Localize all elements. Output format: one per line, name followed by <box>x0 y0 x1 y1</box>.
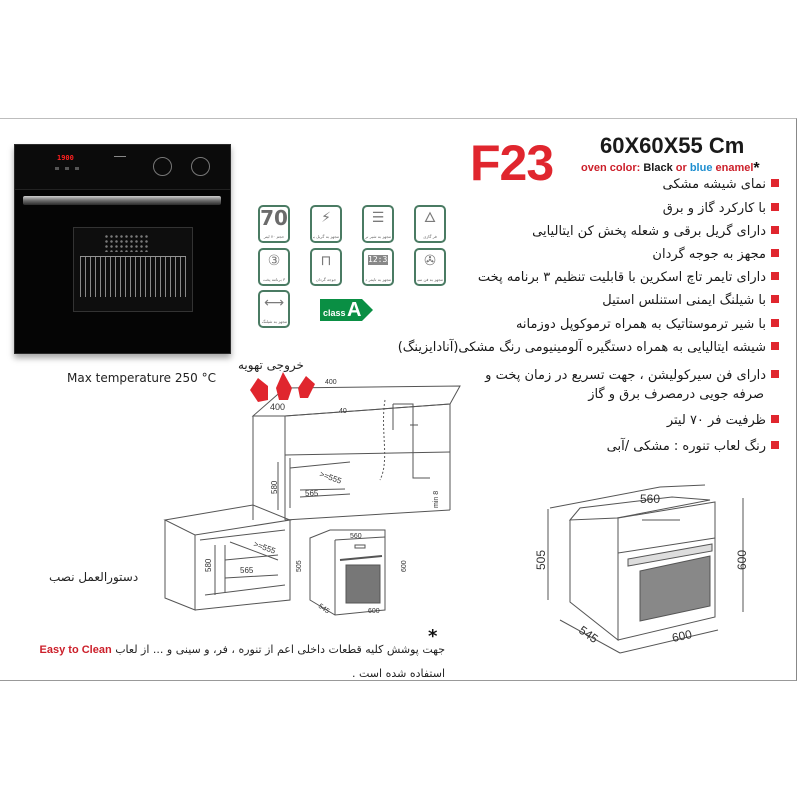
low-cabinet-top <box>163 504 292 536</box>
capacity-70-icon: 70 حجم ۷۰ لیتر <box>258 205 290 243</box>
asterisk-icon: * <box>753 160 760 177</box>
svg-text:580: 580 <box>204 558 213 572</box>
oven-door-handle <box>23 196 221 205</box>
brand-logo <box>114 150 126 157</box>
svg-text:600: 600 <box>735 550 749 570</box>
programs-3-icon: ③ ۳ برنامه پخت <box>258 248 290 286</box>
bullet-icon <box>771 319 779 327</box>
small-oven-body <box>309 529 386 616</box>
bullet-icon <box>771 226 779 234</box>
feature-item-continued: صرفه جویی درمصرف برق و گاز <box>588 387 764 402</box>
svg-text:505: 505 <box>296 560 303 572</box>
fan-icon: ✇ مجهز به فن سیرکولیشن <box>414 248 446 286</box>
large-oven-top <box>568 496 711 521</box>
bullet-icon <box>771 249 779 257</box>
feature-item: رنگ لعاب تنوره : مشکی /آبی <box>607 438 779 455</box>
svg-text:565: 565 <box>305 489 319 498</box>
energy-class-bar <box>320 299 362 321</box>
oven-digital-display: 1900 <box>57 154 74 162</box>
temperature-knob <box>153 157 172 176</box>
rotisserie-icon: ⊓ جوجه گردان <box>310 248 342 286</box>
bullet-icon <box>771 415 779 423</box>
svg-text:505: 505 <box>534 550 548 570</box>
touch-button <box>75 167 79 170</box>
safety-hose-icon: ⟷ مجهز به شیلنگ ایمنی <box>258 290 290 328</box>
vent-arrows <box>250 372 315 402</box>
content-frame <box>0 118 797 681</box>
bullet-icon <box>771 203 779 211</box>
feature-item: دارای فن سیرکولیشن ، جهت تسریع در زمان پ… <box>485 367 779 384</box>
feature-item: با شیلنگ ایمنی استنلس استیل <box>602 292 779 309</box>
footnote-line-1: جهت پوشش کلیه قطعات داخلی اعم از تنوره ،… <box>39 643 445 656</box>
svg-text:>=555: >=555 <box>252 539 277 555</box>
feature-item: نمای شیشه مشکی <box>663 176 779 193</box>
svg-text:40: 40 <box>339 408 347 415</box>
oven-window <box>73 227 193 312</box>
oven-photo: 1900 <box>14 144 231 354</box>
oven-color-line: oven color: Black or blue enamel* <box>581 160 760 177</box>
feature-item: ظرفیت فر ۷۰ لیتر <box>667 412 779 429</box>
model-number: F23 <box>470 135 554 191</box>
feature-item: شیشه ایتالیایی به همراه دستگیره آلومینیو… <box>398 339 779 356</box>
energy-class-arrow <box>362 299 373 321</box>
svg-text:580: 580 <box>270 480 279 494</box>
svg-text:545: 545 <box>317 603 331 615</box>
svg-text:545: 545 <box>576 623 601 646</box>
svg-text:600: 600 <box>401 560 408 572</box>
bullet-icon <box>771 370 779 378</box>
feature-item: دارای تایمر تاچ اسکرین با قابلیت تنظیم ۳… <box>478 269 779 286</box>
digital-timer-icon: 12:35 مجهز به تایمر دیجیتال <box>362 248 394 286</box>
bullet-icon <box>771 441 779 449</box>
svg-text:400: 400 <box>270 402 285 412</box>
touch-button <box>55 167 59 170</box>
feature-item: دارای گریل برقی و شعله پخش کن ایتالیایی <box>532 223 779 240</box>
gas-flame-icon: 🜂 فر گازی <box>414 205 446 243</box>
footnote: جهت پوشش کلیه قطعات داخلی اعم از تنوره ،… <box>40 638 445 685</box>
side-detail <box>392 403 430 479</box>
svg-text:600: 600 <box>671 627 694 645</box>
installation-instructions-label: دستورالعمل نصب <box>49 570 139 584</box>
svg-text:min 8: min 8 <box>433 491 440 508</box>
easy-to-clean-label: Easy to Clean <box>39 644 112 656</box>
svg-text:560: 560 <box>640 492 660 506</box>
feature-item: مجهز به جوجه گردان <box>652 246 779 263</box>
touch-button <box>65 167 69 170</box>
svg-text:600: 600 <box>368 608 380 615</box>
electric-grill-icon: ⚡ مجهز به گریل برقی <box>310 205 342 243</box>
svg-text:>=555: >=555 <box>318 469 343 485</box>
oven-rack <box>80 256 186 297</box>
svg-text:565: 565 <box>240 566 254 575</box>
grill-tray <box>104 234 148 252</box>
bullet-icon <box>771 179 779 187</box>
max-temperature-label: Max temperature 250 °C <box>67 371 216 385</box>
vent-outlet-label: خروجی تهویه <box>238 358 304 372</box>
bullet-icon <box>771 272 779 280</box>
bullet-icon <box>771 342 779 350</box>
feature-item: با کارکرد گاز و برق <box>663 200 779 217</box>
function-knob <box>191 157 210 176</box>
dimensions-title: 60X60X55 Cm <box>600 133 745 158</box>
energy-class-badge: class A <box>320 299 373 321</box>
svg-text:400: 400 <box>325 379 337 386</box>
asterisk-icon: * <box>428 626 438 647</box>
feature-item: با شیر ترموستاتیک به همراه ترموکوپل دوزم… <box>516 316 779 333</box>
footnote-line-2: استفاده شده است . <box>352 667 445 680</box>
svg-text:560: 560 <box>350 533 362 540</box>
gas-control-icon: ☰ مجهز به شیر ترموستات <box>362 205 394 243</box>
oven-control-panel: 1900 <box>15 145 230 190</box>
bullet-icon <box>771 295 779 303</box>
